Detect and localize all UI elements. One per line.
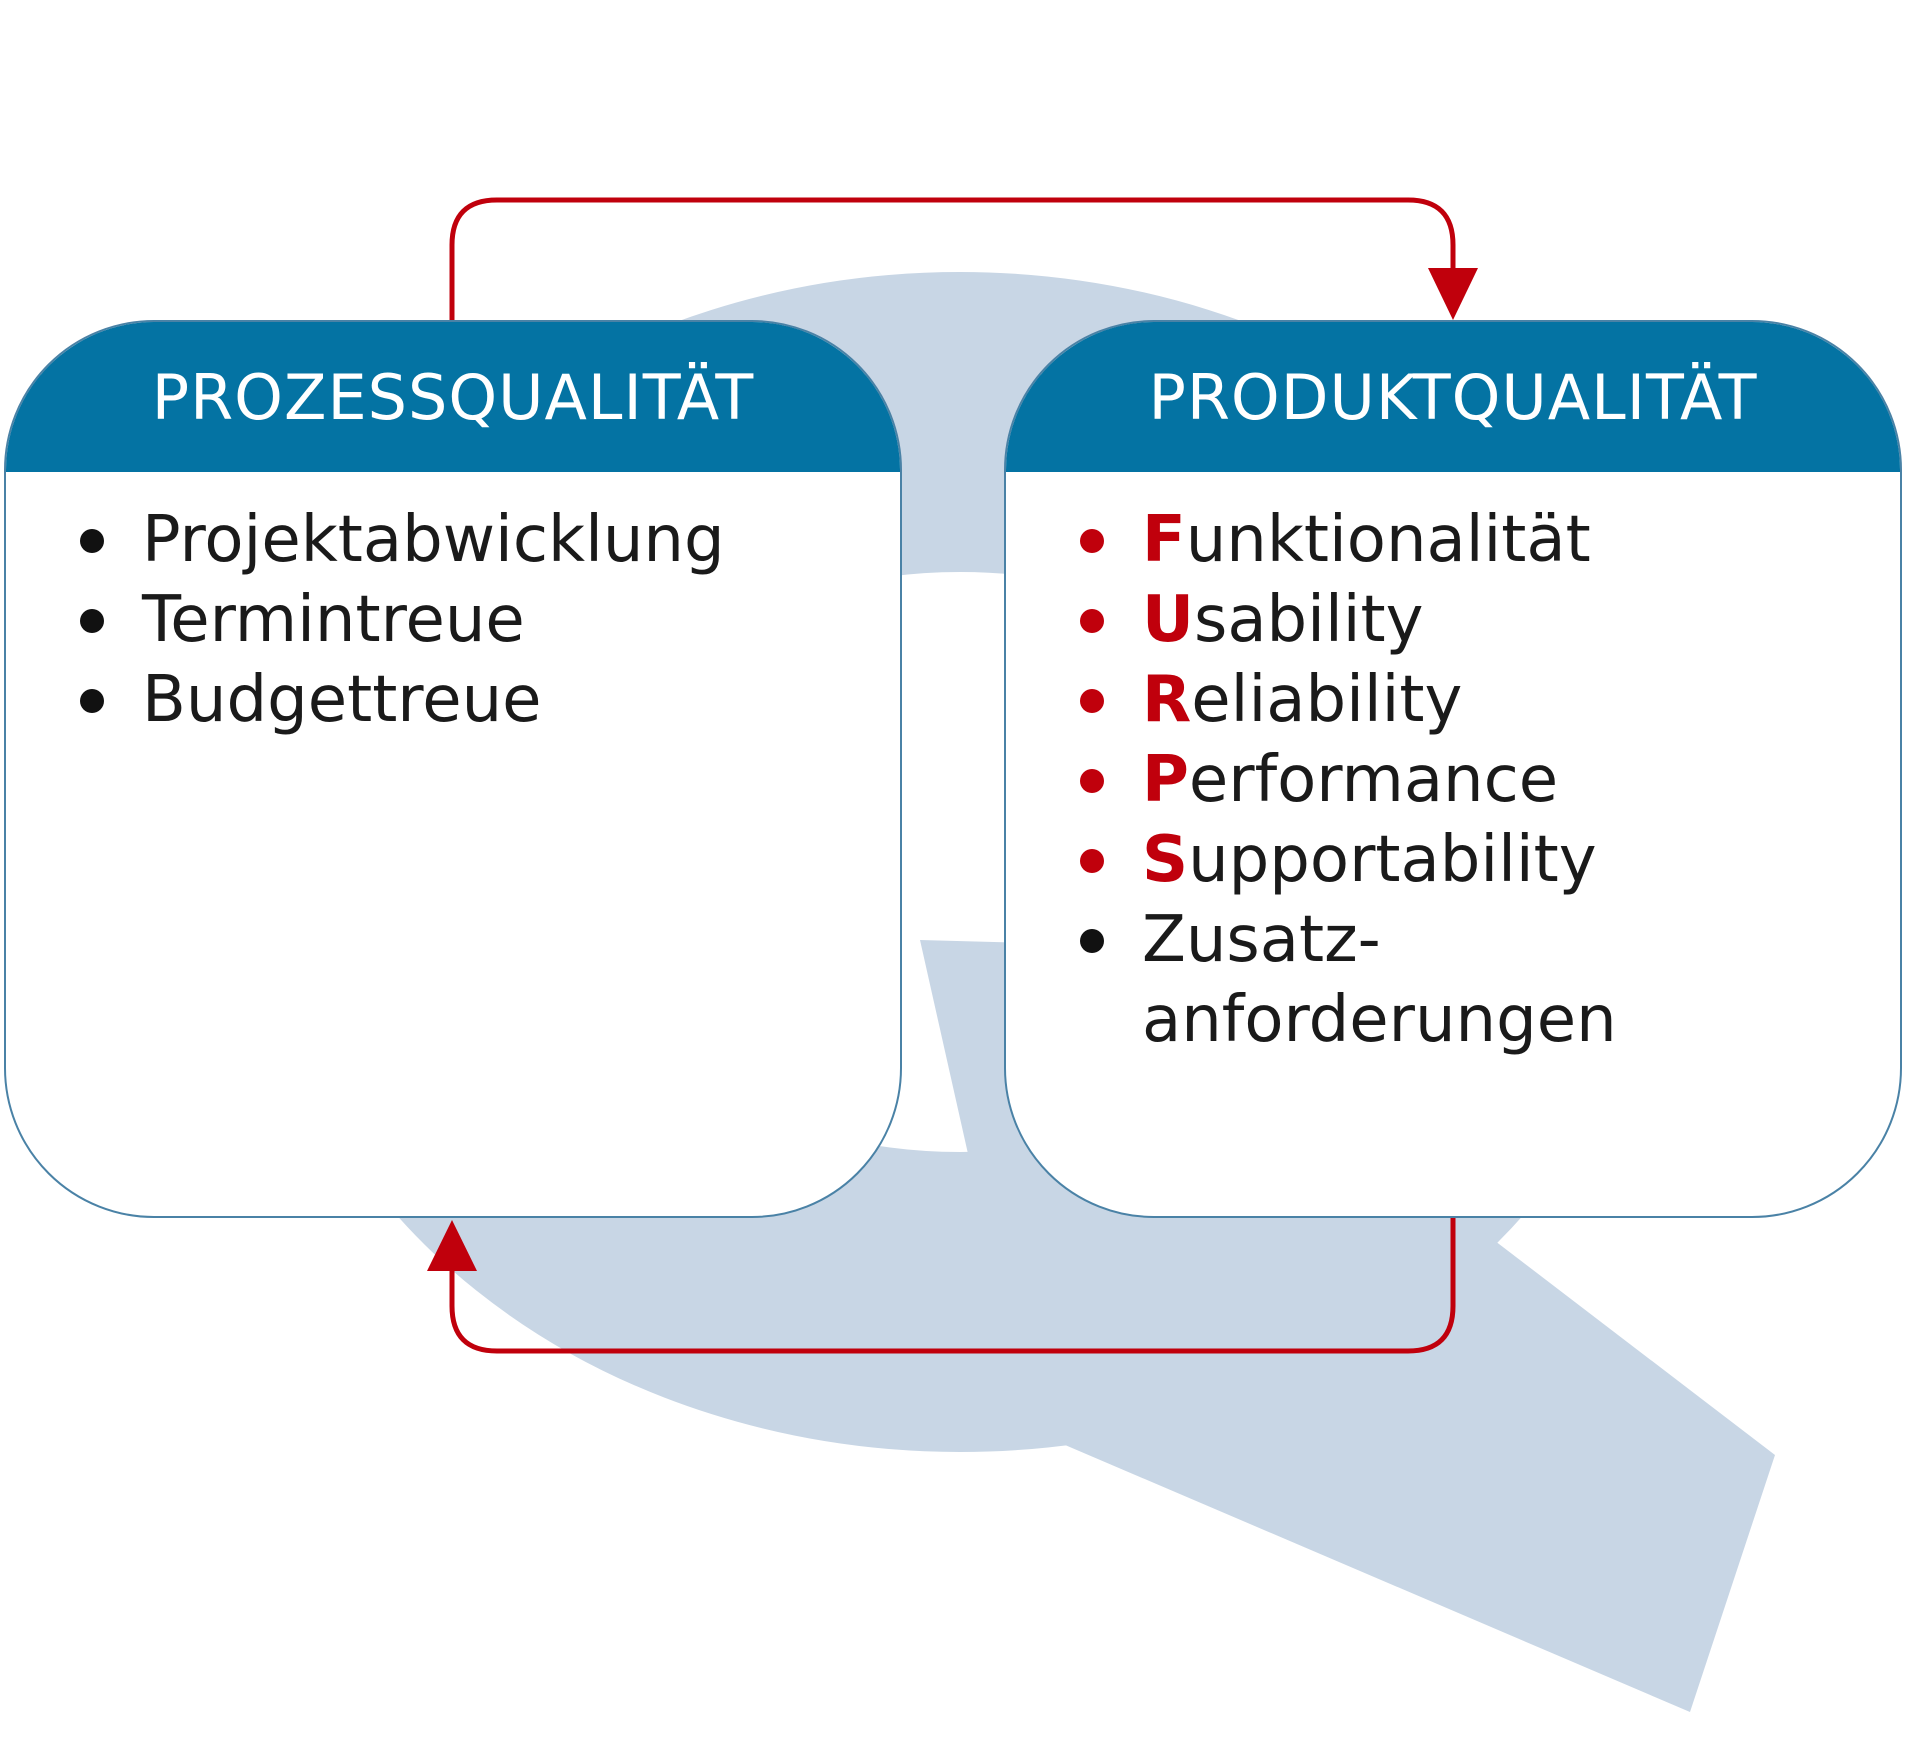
list-item: Performance (1068, 740, 1617, 820)
list-item: Funktionalität (1068, 500, 1617, 580)
list-item: Zusatz- anforderungen (1068, 900, 1617, 1060)
furps-initial: F (1142, 503, 1186, 577)
list-item-label: Projektabwicklung (142, 503, 725, 577)
product-quality-list: Funktionalität Usability Reliability Per… (1068, 500, 1617, 1060)
list-item: Reliability (1068, 660, 1617, 740)
bullet-icon (1080, 609, 1104, 633)
furps-initial: U (1142, 583, 1194, 657)
bullet-icon (1080, 769, 1104, 793)
list-item-label: sability (1193, 583, 1424, 657)
bullet-icon (1080, 929, 1104, 953)
bullet-icon (80, 689, 104, 713)
list-item-label: Budgettreue (142, 663, 542, 737)
process-quality-title: PROZESSQUALITÄT (6, 322, 900, 472)
bullet-icon (1080, 529, 1104, 553)
list-item-label: upportability (1188, 823, 1597, 897)
list-item-label: erformance (1188, 743, 1559, 817)
list-item-label: Zusatz- (1142, 903, 1381, 977)
process-quality-list: Projektabwicklung Termintreue Budgettreu… (68, 500, 725, 740)
furps-initial: R (1142, 663, 1192, 737)
list-item-label: eliability (1191, 663, 1463, 737)
product-quality-card: PRODUKTQUALITÄT Funktionalität Usability… (1004, 320, 1902, 1218)
bullet-icon (80, 529, 104, 553)
list-item: Usability (1068, 580, 1617, 660)
furps-initial: S (1142, 823, 1189, 897)
bullet-icon (80, 609, 104, 633)
process-quality-card: PROZESSQUALITÄT Projektabwicklung Termin… (4, 320, 902, 1218)
list-item-label: Termintreue (142, 583, 525, 657)
bullet-icon (1080, 689, 1104, 713)
list-item: Budgettreue (68, 660, 725, 740)
list-item: Termintreue (68, 580, 725, 660)
list-item: Projektabwicklung (68, 500, 725, 580)
list-item-label-continued: anforderungen (1142, 983, 1617, 1057)
furps-initial: P (1142, 743, 1189, 817)
list-item: Supportability (1068, 820, 1617, 900)
bullet-icon (1080, 849, 1104, 873)
list-item-label: unktionalität (1185, 503, 1591, 577)
product-quality-title: PRODUKTQUALITÄT (1006, 322, 1900, 472)
